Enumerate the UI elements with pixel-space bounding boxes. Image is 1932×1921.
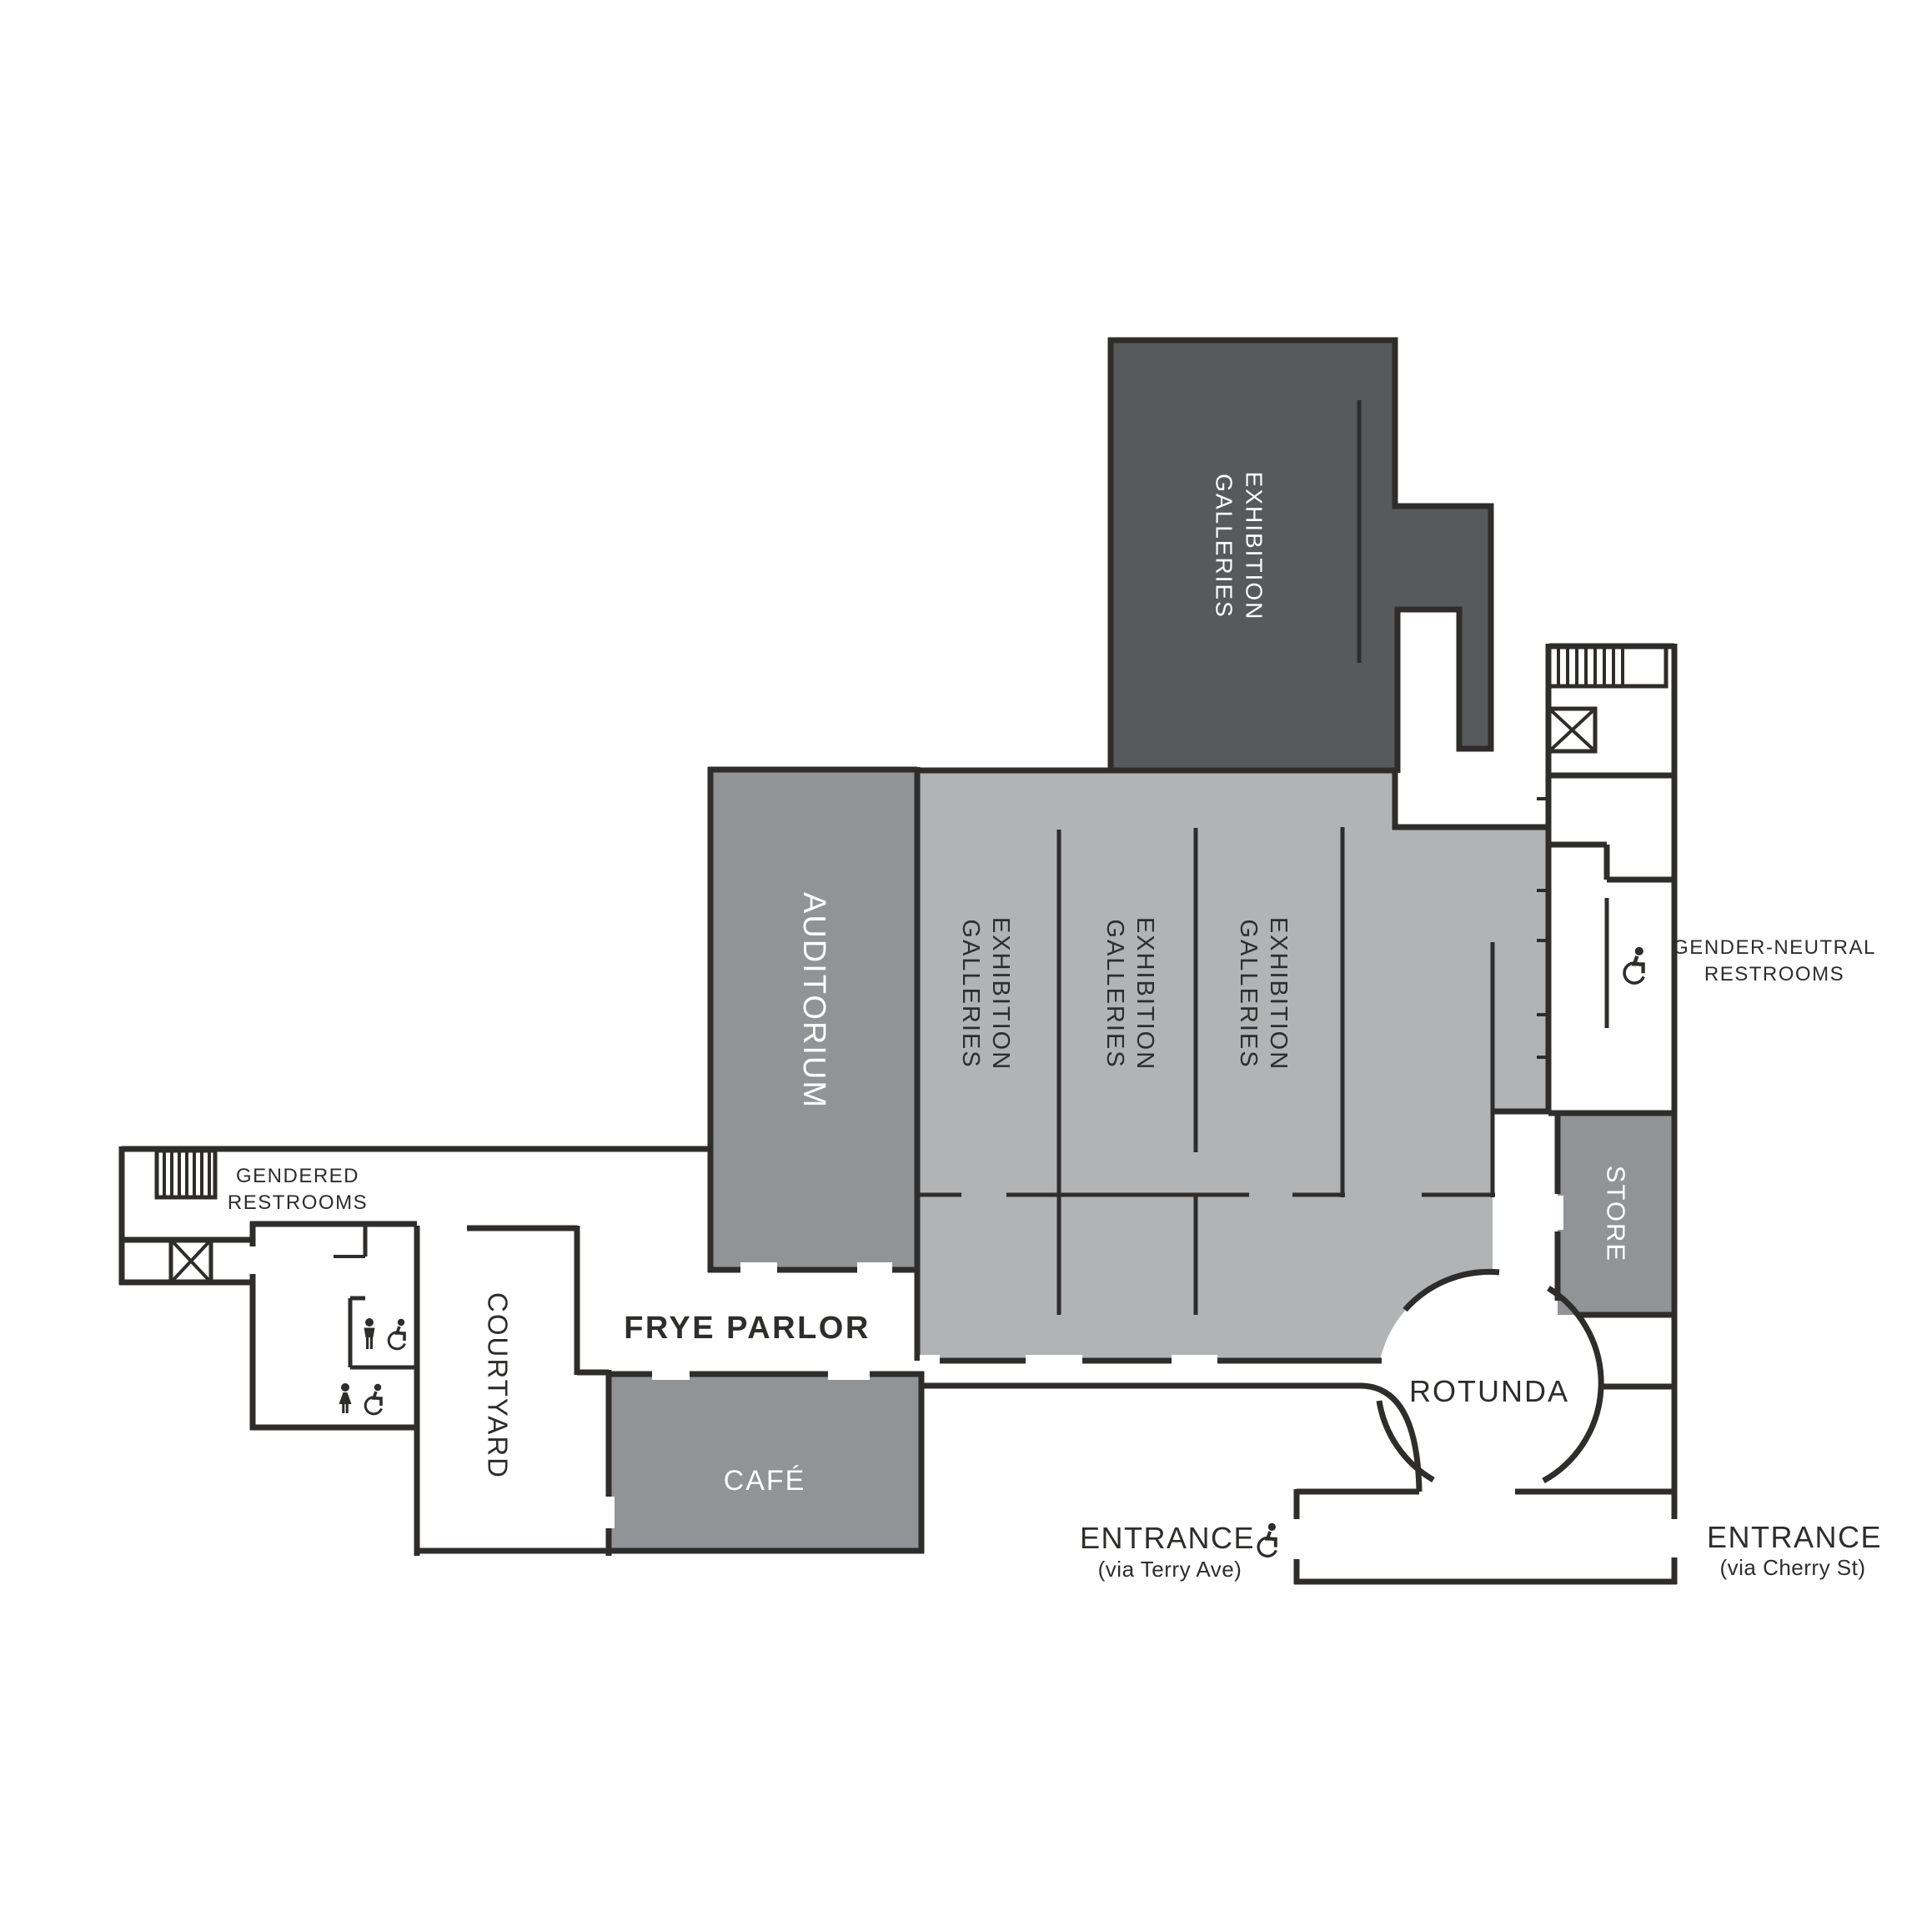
label-cafe: CAFÉ [724, 1465, 806, 1497]
label-entrance-terry: ENTRANCE (via Terry Ave) [1080, 1521, 1255, 1582]
svg-text:GALLERIES: GALLERIES [957, 919, 984, 1068]
room-exhibition-galleries-dark [1111, 340, 1491, 770]
svg-text:(via Terry Ave): (via Terry Ave) [1098, 1557, 1242, 1582]
svg-text:EXHIBITION: EXHIBITION [1242, 472, 1267, 621]
room-fills [609, 340, 1674, 1553]
wheelchair-icon [364, 1382, 384, 1416]
label-courtyard: COURTYARD [483, 1292, 514, 1479]
wheelchair-icon [387, 1317, 407, 1351]
room-auditorium [710, 770, 917, 1270]
icons [154, 644, 1669, 1558]
label-exhibition-galleries-2: EXHIBITION GALLERIES [1101, 917, 1158, 1071]
svg-text:EXHIBITION: EXHIBITION [1132, 917, 1158, 1071]
elevator-icon [1547, 706, 1598, 754]
label-exhibition-galleries-dark: EXHIBITION GALLERIES [1212, 472, 1267, 621]
labels: EXHIBITION GALLERIES EXHIBITION GALLERIE… [228, 472, 1882, 1582]
room-exhibition-galleries-main [920, 770, 1548, 1361]
room-store [1558, 1113, 1674, 1315]
room-cafe [609, 1374, 921, 1553]
svg-text:ENTRANCE: ENTRANCE [1080, 1521, 1255, 1555]
woman-icon [339, 1383, 352, 1413]
label-auditorium: AUDITORIUM [796, 892, 831, 1109]
label-exhibition-galleries-1: EXHIBITION GALLERIES [957, 917, 1014, 1071]
rotunda-outline [1376, 1268, 1604, 1484]
svg-text:EXHIBITION: EXHIBITION [987, 917, 1014, 1071]
label-exhibition-galleries-3: EXHIBITION GALLERIES [1235, 917, 1292, 1071]
stairs-icon [1547, 644, 1669, 689]
label-gendered-restrooms: GENDERED RESTROOMS [228, 1165, 368, 1214]
svg-text:GALLERIES: GALLERIES [1235, 919, 1262, 1068]
label-gender-neutral-restrooms: GENDER-NEUTRAL RESTROOMS [1673, 936, 1876, 986]
walls [118, 337, 1678, 1585]
svg-text:RESTROOMS: RESTROOMS [228, 1191, 368, 1214]
label-entrance-cherry: ENTRANCE (via Cherry St) [1707, 1520, 1882, 1580]
svg-text:GALLERIES: GALLERIES [1212, 474, 1237, 619]
svg-text:ENTRANCE: ENTRANCE [1707, 1520, 1882, 1554]
man-icon [364, 1318, 375, 1349]
svg-text:RESTROOMS: RESTROOMS [1704, 963, 1844, 986]
label-frye-parlor: FRYE PARLOR [624, 1311, 871, 1346]
svg-text:EXHIBITION: EXHIBITION [1265, 917, 1292, 1071]
door-notches [602, 1196, 1563, 1528]
stairs-icon [154, 1148, 218, 1200]
svg-text:(via Cherry St): (via Cherry St) [1719, 1555, 1865, 1580]
svg-text:GENDERED: GENDERED [236, 1165, 359, 1187]
elevator-icon [168, 1237, 213, 1285]
wheelchair-icon [1257, 1521, 1278, 1558]
label-store: STORE [1602, 1166, 1631, 1262]
wheelchair-icon [1624, 947, 1643, 983]
svg-text:GENDER-NEUTRAL: GENDER-NEUTRAL [1673, 936, 1876, 959]
svg-text:GALLERIES: GALLERIES [1101, 919, 1128, 1068]
label-rotunda: ROTUNDA [1409, 1374, 1569, 1408]
